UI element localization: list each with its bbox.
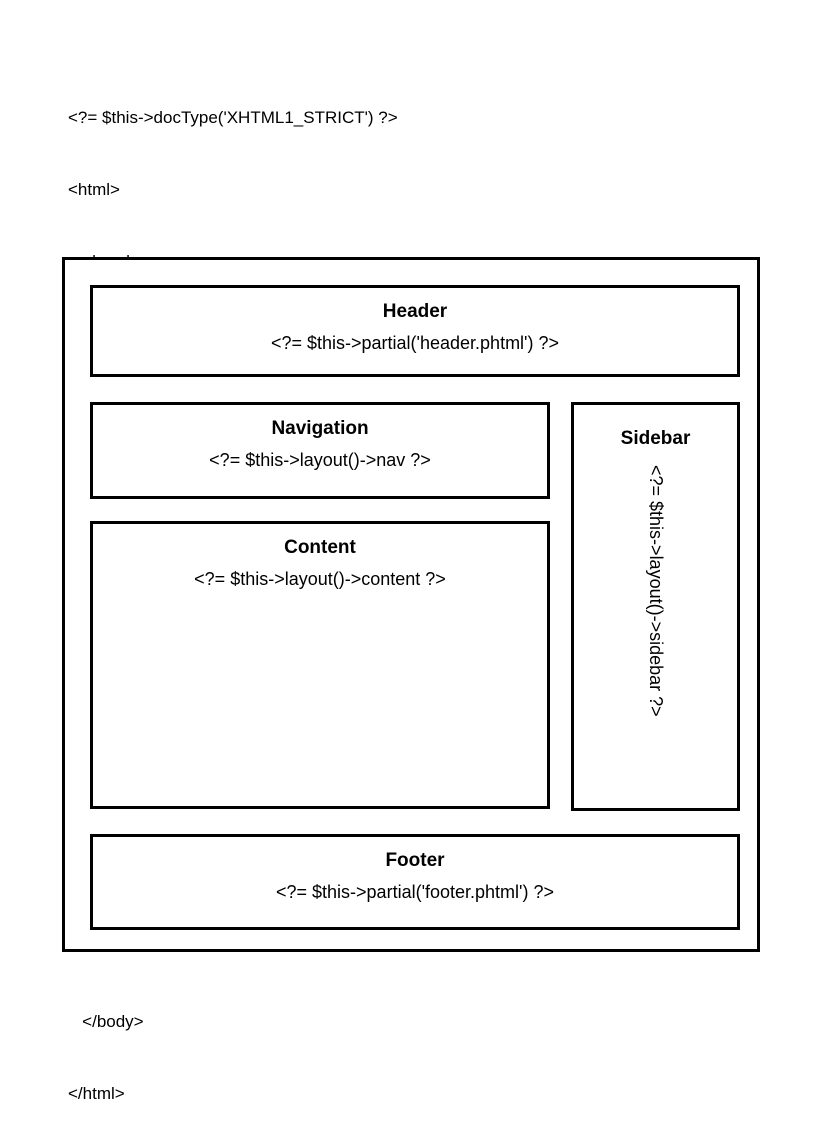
region-navigation-title: Navigation [271, 418, 369, 439]
code-line-body-close: </body> [68, 1012, 144, 1031]
code-line-html-close: </html> [68, 1084, 125, 1103]
region-footer: Footer <?= $this->partial('footer.phtml'… [90, 834, 740, 930]
region-header-code: <?= $this->partial('header.phtml') ?> [270, 333, 560, 353]
region-sidebar-code-wrapper: <?= $this->layout()->sidebar ?> [574, 465, 737, 810]
code-line-doctype: <?= $this->docType('XHTML1_STRICT') ?> [68, 108, 398, 127]
region-sidebar-code: <?= $this->layout()->sidebar ?> [645, 465, 666, 717]
region-sidebar: Sidebar <?= $this->layout()->sidebar ?> [571, 402, 740, 811]
region-header: Header <?= $this->partial('header.phtml'… [90, 285, 740, 377]
diagram-page: { "top_code": { "lines": [ "<?= $this->d… [62, 108, 760, 1103]
region-content-code: <?= $this->layout()->content ?> [194, 569, 446, 589]
region-header-title: Header [382, 301, 448, 322]
region-navigation: Navigation <?= $this->layout()->nav ?> [90, 402, 550, 499]
body-container-box: Header <?= $this->partial('header.phtml'… [62, 257, 760, 952]
region-content-title: Content [284, 537, 356, 558]
region-sidebar-title: Sidebar [620, 428, 691, 449]
code-line-html-open: <html> [68, 180, 120, 199]
region-navigation-code: <?= $this->layout()->nav ?> [209, 450, 431, 470]
region-footer-title: Footer [385, 850, 445, 871]
bottom-code-block: </body> </html> [68, 962, 144, 1130]
region-content: Content <?= $this->layout()->content ?> [90, 521, 550, 809]
region-footer-code: <?= $this->partial('footer.phtml') ?> [275, 882, 555, 902]
